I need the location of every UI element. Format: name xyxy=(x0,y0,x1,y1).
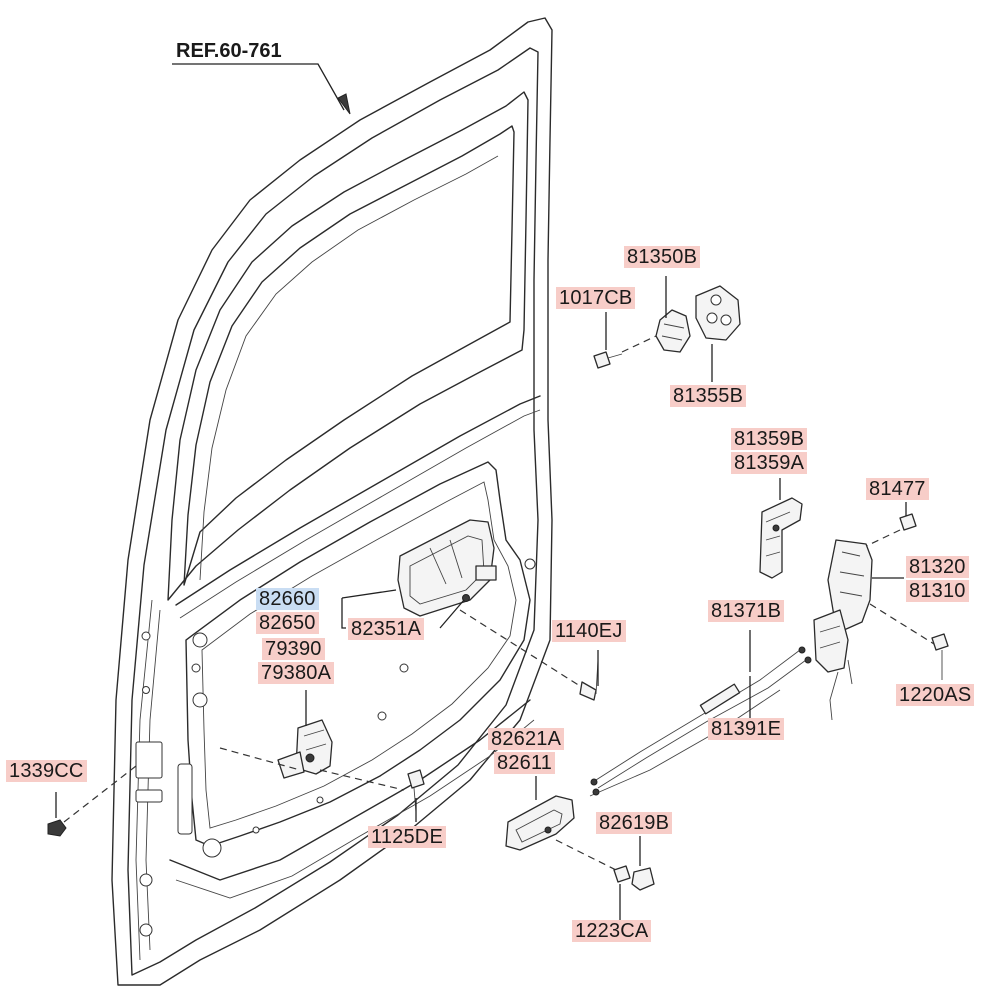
part-label-1220as: 1220AS xyxy=(896,684,975,706)
part-label-82619b: 82619B xyxy=(596,812,673,834)
nut-1339cc xyxy=(47,819,67,837)
part-label-81359a: 81359A xyxy=(731,452,808,474)
part-label-81355b: 81355B xyxy=(670,385,747,407)
ref-pointer xyxy=(172,63,351,115)
door-latch xyxy=(813,539,873,721)
part-label-79390: 79390 xyxy=(262,638,325,660)
part-label-1125de: 1125DE xyxy=(368,826,446,848)
part-label-82650: 82650 xyxy=(256,612,319,634)
reference-label: REF.60-761 xyxy=(176,40,282,62)
part-label-81371b: 81371B xyxy=(708,600,785,622)
outside-handle xyxy=(397,519,497,617)
part-label-81320: 81320 xyxy=(906,556,969,578)
part-label-82611: 82611 xyxy=(494,752,556,774)
part-label-81350b: 81350B xyxy=(624,246,701,268)
door-panel xyxy=(111,17,553,986)
part-label-81391e: 81391E xyxy=(708,718,785,740)
part-label-82351a: 82351A xyxy=(348,618,425,640)
striker-group xyxy=(593,285,741,369)
part-label-82660: 82660 xyxy=(256,588,319,610)
part-label-81477: 81477 xyxy=(866,478,929,500)
part-label-82621a: 82621A xyxy=(488,728,565,750)
part-label-1223ca: 1223CA xyxy=(572,920,652,942)
part-label-1339cc: 1339CC xyxy=(6,760,87,782)
inside-handle xyxy=(505,795,575,851)
part-label-1017cb: 1017CB xyxy=(556,287,636,309)
screw-81477 xyxy=(899,513,917,531)
part-label-1140ej: 1140EJ xyxy=(552,620,626,642)
cap-82619b xyxy=(631,867,655,891)
door-checker xyxy=(277,719,333,779)
bolt-1140ej xyxy=(579,659,599,701)
bracket-81359 xyxy=(759,497,803,579)
part-label-79380a: 79380A xyxy=(258,662,335,684)
bolt-1220as xyxy=(931,633,949,680)
part-label-81310: 81310 xyxy=(906,580,969,602)
part-label-81359b: 81359B xyxy=(731,428,808,450)
screw-1223ca xyxy=(613,865,631,883)
